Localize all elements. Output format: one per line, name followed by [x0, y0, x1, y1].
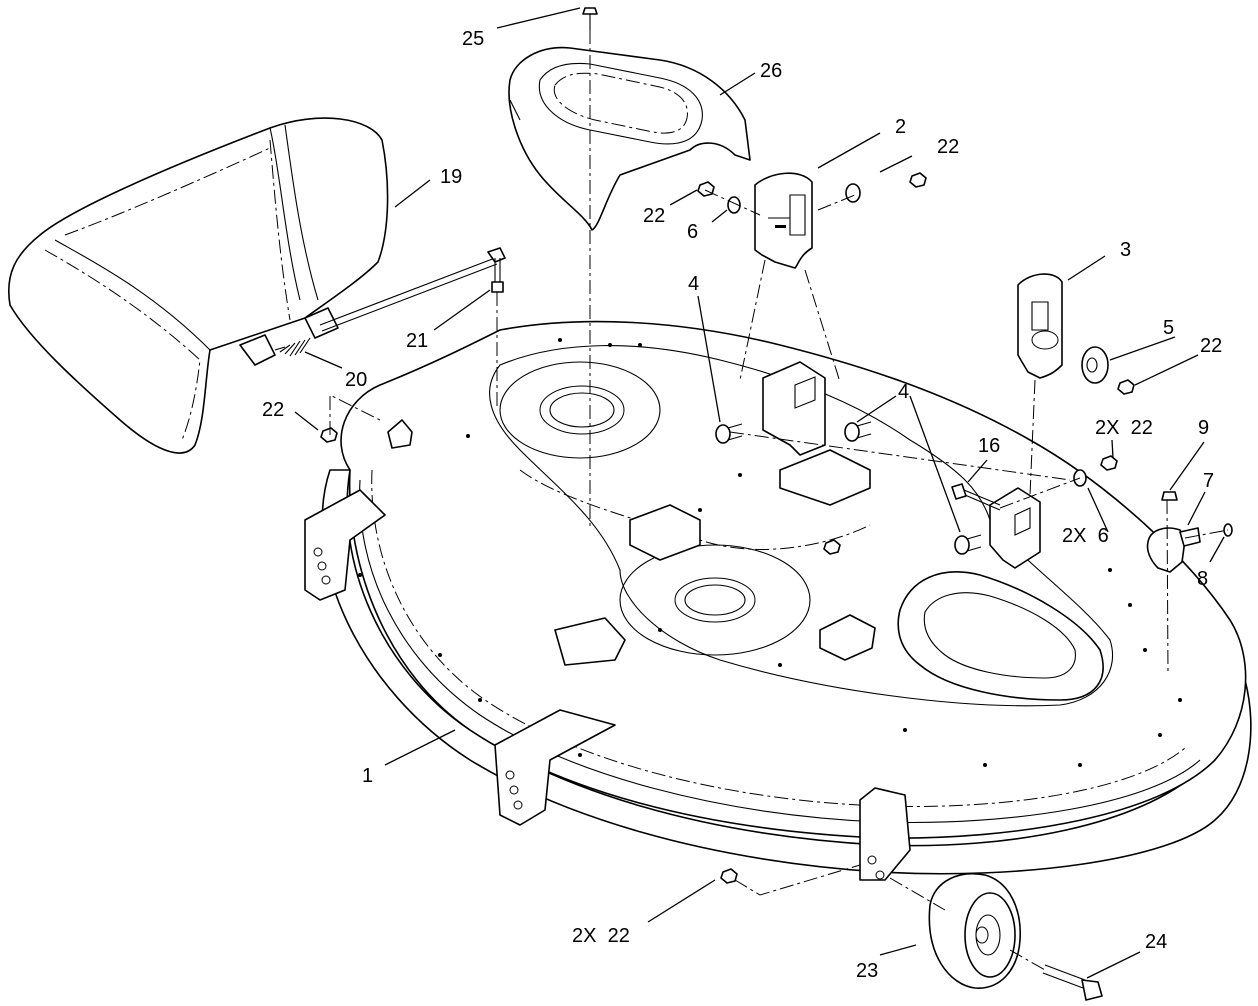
callout-24: 24: [1145, 931, 1167, 953]
callout-2x-22: 2X 22: [1095, 417, 1153, 439]
callout-6: 6: [687, 221, 698, 243]
mounting-bracket-part-2: [754, 172, 813, 269]
leader-lines: [294, 7, 1225, 979]
callout-25: 25: [462, 28, 484, 50]
deck-perimeter-holes: [358, 338, 1182, 767]
callout-22: 22: [937, 136, 959, 158]
callout-2x-22: 2X 22: [572, 925, 630, 947]
callout-4: 4: [898, 381, 909, 403]
grass-deflector-part-19: [8, 117, 506, 454]
callout-labels: 25 26 2 22 22 6 19 3 5 22 4 21 20 22 4 1…: [262, 28, 1222, 982]
assembly-lines: [329, 30, 1229, 971]
callout-22: 22: [643, 205, 665, 227]
mounting-bracket-part-3: [1017, 273, 1063, 379]
callout-1: 1: [362, 765, 373, 787]
belt-cover-part-26: [508, 46, 751, 231]
callout-26: 26: [760, 60, 782, 82]
deck-bracket-right: [989, 487, 1041, 569]
wheel-bolt-part-24: [1042, 964, 1103, 1001]
callout-22: 22: [1200, 335, 1222, 357]
callout-4: 4: [688, 273, 699, 295]
callout-2: 2: [895, 116, 906, 138]
callout-19: 19: [440, 166, 462, 188]
callout-5: 5: [1163, 317, 1174, 339]
gauge-wheel-part-23: [928, 873, 1021, 989]
callout-16: 16: [978, 435, 1000, 457]
mower-deck-shell: [304, 320, 1252, 881]
callout-22: 22: [262, 399, 284, 421]
callout-2x-6: 2X 6: [1062, 525, 1109, 547]
callout-23: 23: [856, 960, 878, 982]
callout-21: 21: [406, 330, 428, 352]
deck-bracket-left: [762, 361, 826, 456]
callout-9: 9: [1198, 417, 1209, 439]
callout-3: 3: [1120, 239, 1131, 261]
callout-8: 8: [1197, 568, 1208, 590]
callout-20: 20: [345, 369, 367, 391]
washer-part-5: [1081, 346, 1109, 384]
hardware: [320, 7, 1233, 884]
callout-7: 7: [1203, 470, 1214, 492]
